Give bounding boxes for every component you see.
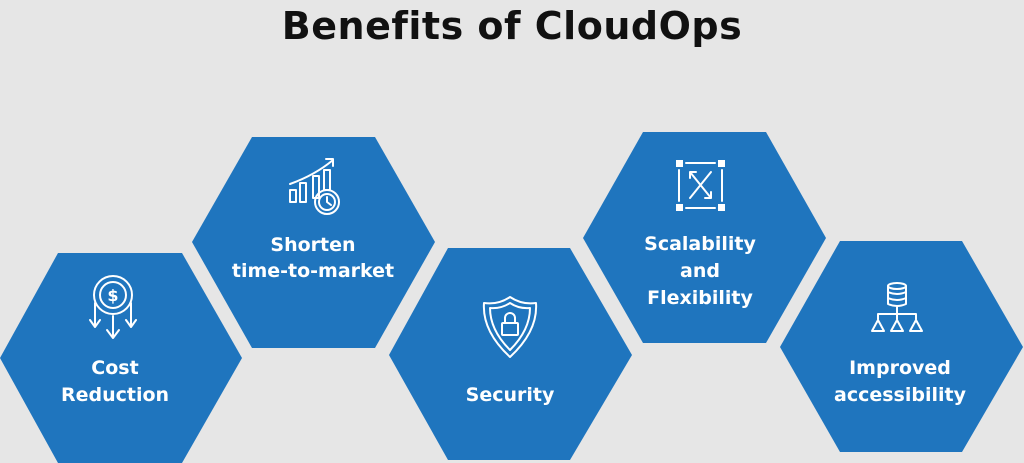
scale-expand-icon <box>676 160 725 211</box>
hexagon <box>780 241 1023 452</box>
hexagon <box>389 248 632 460</box>
hexagon <box>0 253 242 463</box>
benefit-security: Security <box>389 248 632 460</box>
database-network-icon <box>871 282 923 332</box>
cost-reduction-icon: $ <box>89 275 137 339</box>
benefit-scalability-flexibility: Scalability and Flexibility <box>583 132 826 343</box>
benefit-improved-accessibility: Improved accessibility <box>780 241 1023 452</box>
growth-chart-clock-icon <box>289 158 340 215</box>
shield-lock-icon <box>482 296 538 358</box>
benefit-label-line: Cost <box>91 357 138 379</box>
benefit-label-line: Shorten <box>270 234 355 256</box>
page-title: Benefits of CloudOps <box>281 4 743 48</box>
benefit-time-to-market: Shorten time-to-market <box>192 137 435 348</box>
hexagon <box>192 137 435 348</box>
benefit-label-line: accessibility <box>834 384 967 406</box>
benefit-label-line: time-to-market <box>232 260 394 282</box>
benefit-label-line: Flexibility <box>647 287 753 309</box>
benefit-cost-reduction: $ Cost Reduction <box>0 253 242 463</box>
benefit-label-line: Reduction <box>61 384 169 406</box>
svg-text:$: $ <box>107 286 118 305</box>
benefit-label-line: Improved <box>849 357 951 379</box>
benefit-label-line: and <box>680 260 720 282</box>
benefit-label-line: Scalability <box>644 233 756 255</box>
benefit-label-line: Security <box>466 384 555 406</box>
hexagon <box>583 132 826 343</box>
